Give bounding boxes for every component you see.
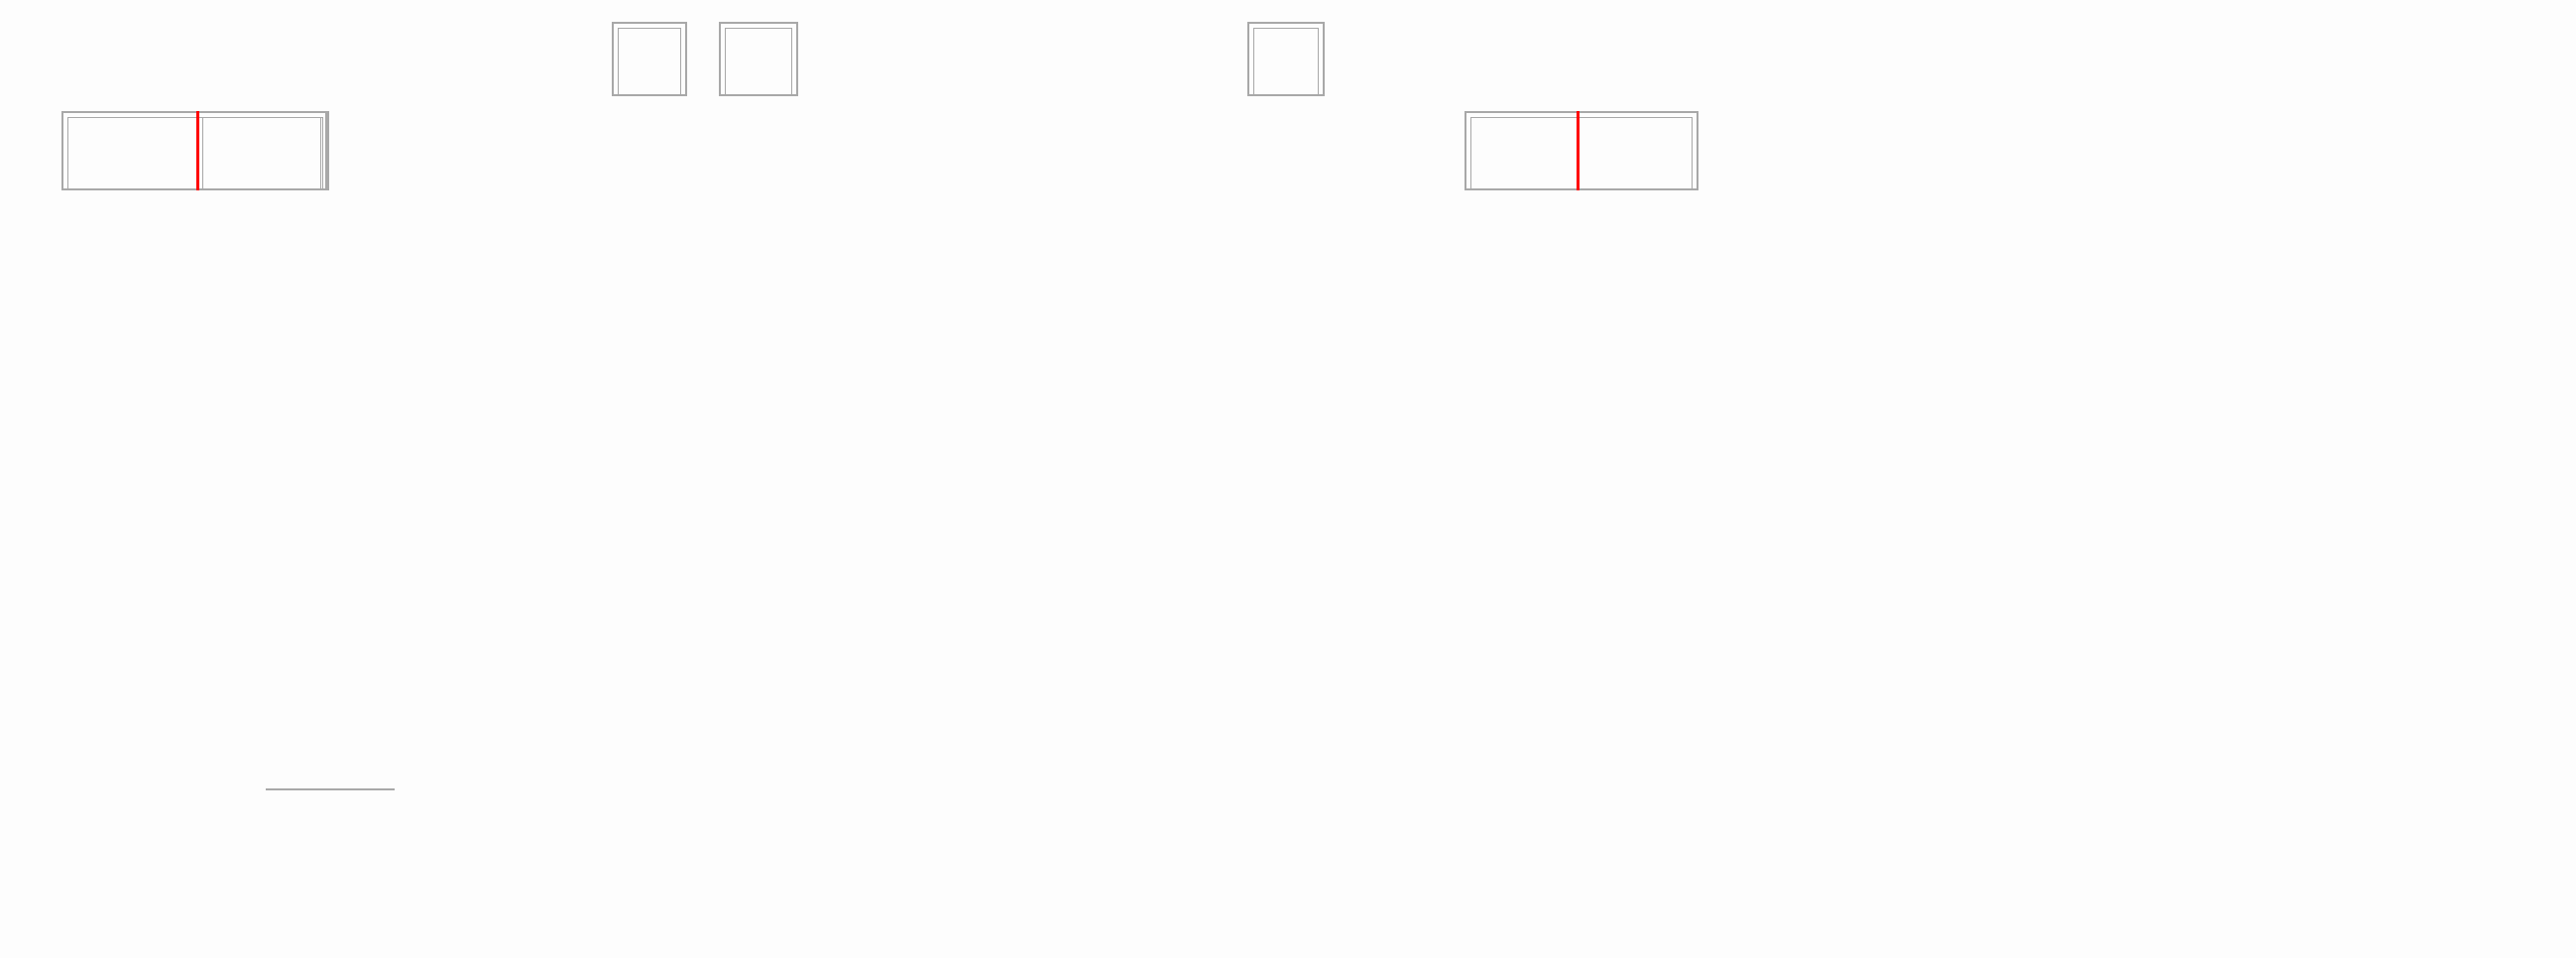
balcony — [612, 22, 687, 96]
balcony-divider — [1577, 111, 1580, 190]
balcony-divider — [196, 111, 199, 190]
balcony — [719, 22, 798, 96]
balcony-sill — [266, 788, 395, 790]
balcony — [1247, 22, 1325, 96]
balcony — [1464, 111, 1698, 190]
balcony — [61, 111, 329, 190]
balcony — [198, 111, 327, 190]
floor-plan — [61, 22, 1698, 790]
